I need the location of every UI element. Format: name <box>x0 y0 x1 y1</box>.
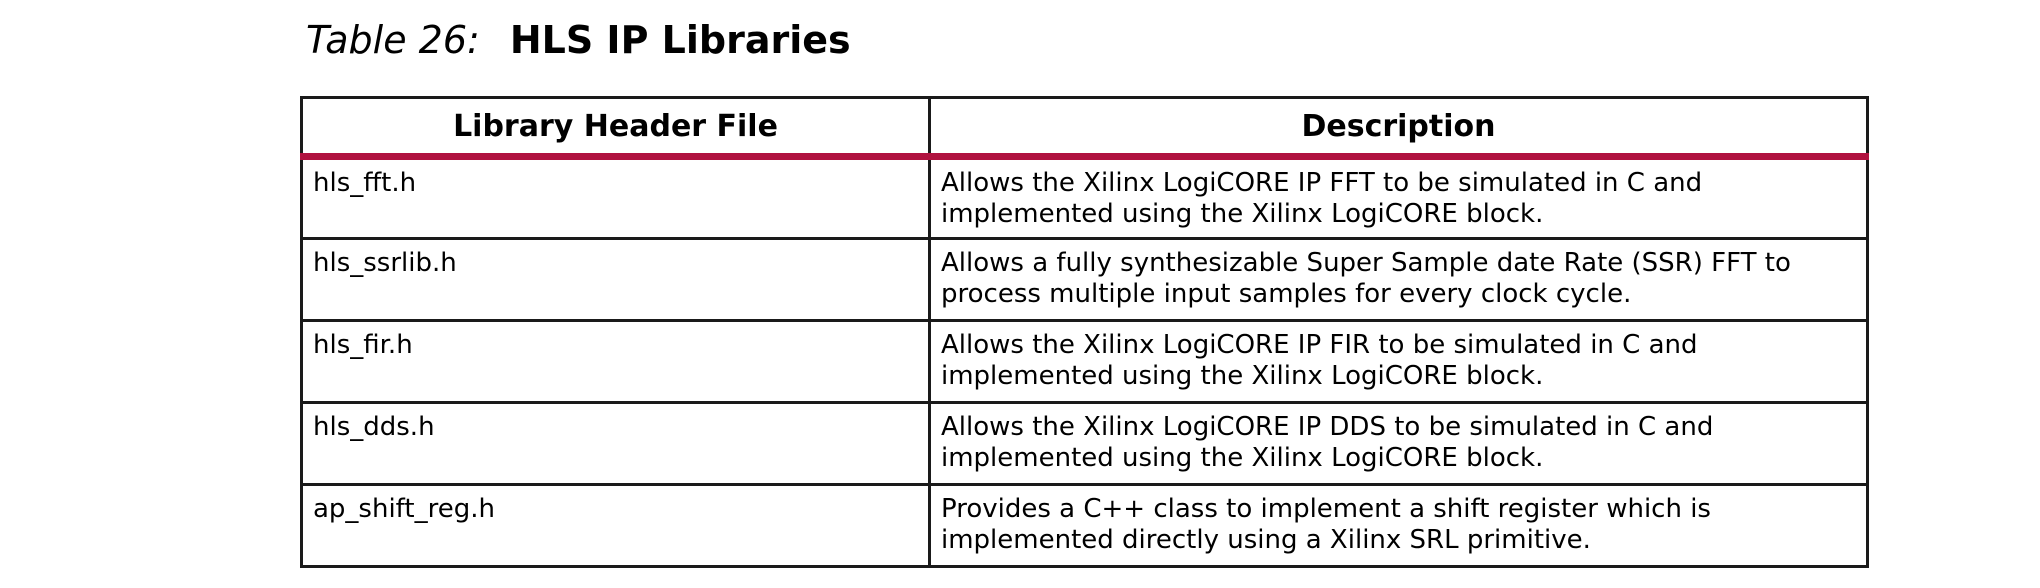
table-row: hls_fft.h Allows the Xilinx LogiCORE IP … <box>300 155 1869 240</box>
description-cell: Allows the Xilinx LogiCORE IP DDS to be … <box>928 401 1869 486</box>
header-library-file: Library Header File <box>300 96 931 160</box>
library-file-cell: hls_fir.h <box>300 319 931 404</box>
library-file-cell: hls_fft.h <box>300 155 931 240</box>
table-row: hls_fir.h Allows the Xilinx LogiCORE IP … <box>300 319 1869 404</box>
table-caption: Table 26: HLS IP Libraries <box>306 18 851 68</box>
table-row: hls_dds.h Allows the Xilinx LogiCORE IP … <box>300 401 1869 486</box>
description-cell: Allows the Xilinx LogiCORE IP FIR to be … <box>928 319 1869 404</box>
table-title: HLS IP Libraries <box>509 18 851 62</box>
description-cell: Allows the Xilinx LogiCORE IP FFT to be … <box>928 155 1869 240</box>
hls-ip-libraries-table: Library Header File Description hls_fft.… <box>300 96 1869 568</box>
library-file-cell: ap_shift_reg.h <box>300 483 931 568</box>
description-cell: Allows a fully synthesizable Super Sampl… <box>928 237 1869 322</box>
header-description: Description <box>928 96 1869 160</box>
table-row: hls_ssrlib.h Allows a fully synthesizabl… <box>300 237 1869 322</box>
description-cell: Provides a C++ class to implement a shif… <box>928 483 1869 568</box>
library-file-cell: hls_ssrlib.h <box>300 237 931 322</box>
table-row: ap_shift_reg.h Provides a C++ class to i… <box>300 483 1869 568</box>
table-number: Table 26: <box>306 18 480 62</box>
table-header-row: Library Header File Description <box>300 96 1869 160</box>
library-file-cell: hls_dds.h <box>300 401 931 486</box>
